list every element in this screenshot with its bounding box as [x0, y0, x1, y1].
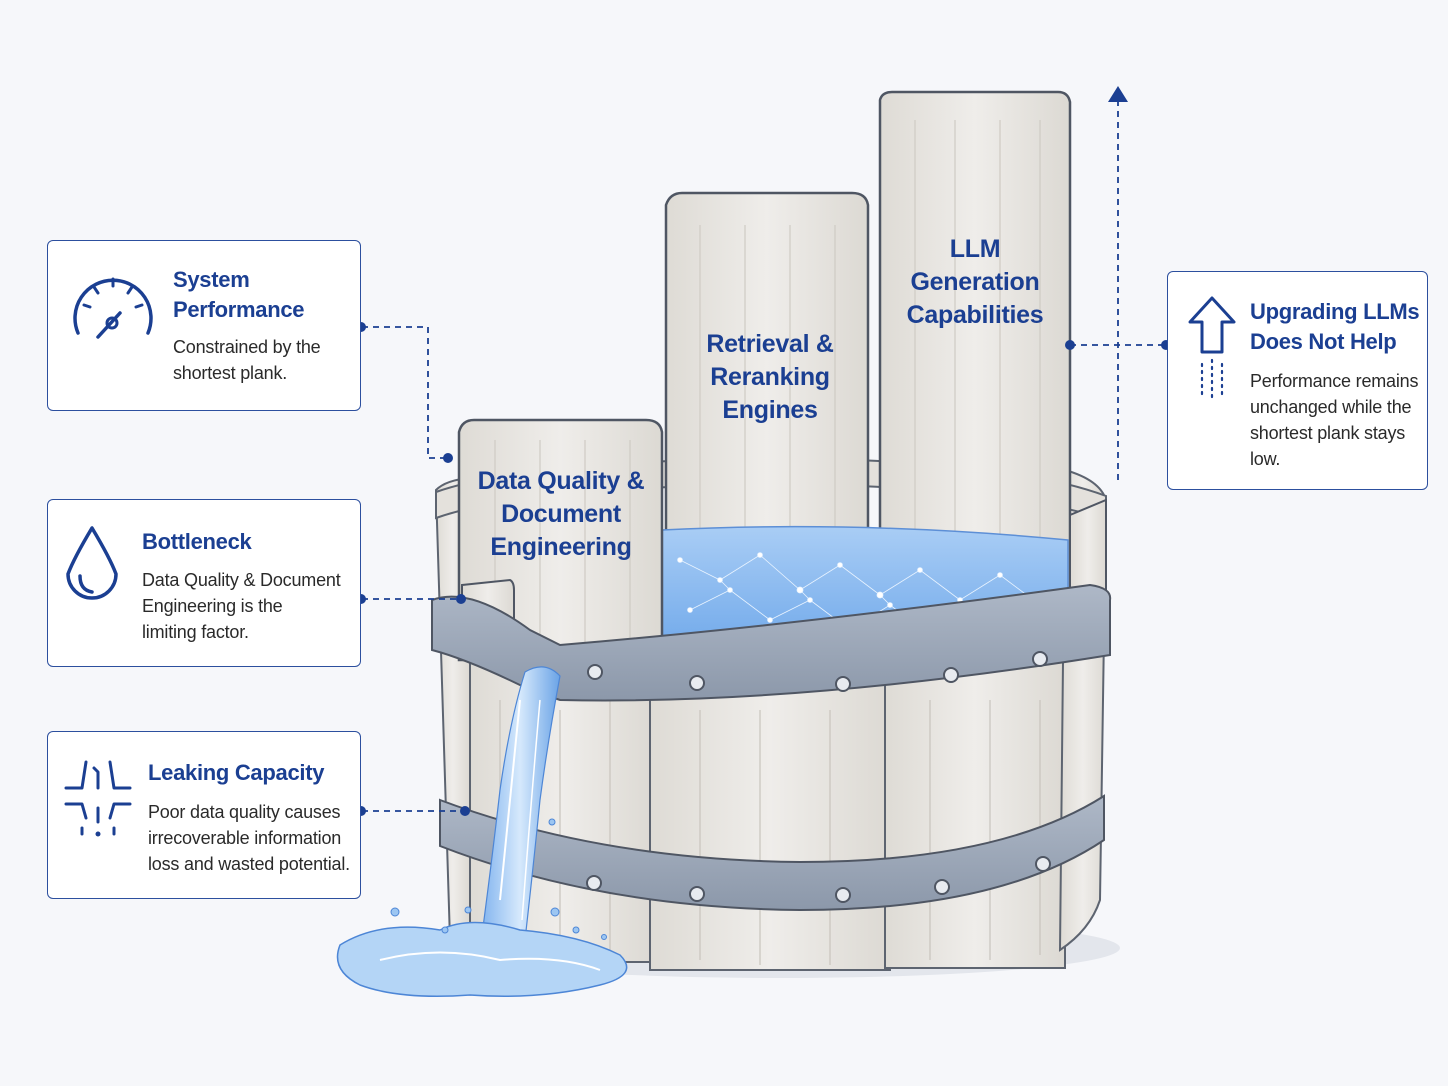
- card-title: Upgrading LLMs Does Not Help: [1250, 299, 1420, 354]
- water-drop-icon: [66, 526, 118, 600]
- bottleneck-card: Bottleneck Data Quality & Document Engin…: [47, 499, 361, 667]
- card-description: Constrained by the shortest plank.: [173, 337, 321, 383]
- gauge-icon: [73, 277, 153, 339]
- leaking-stream: [479, 666, 561, 951]
- leak-icon: [64, 760, 132, 837]
- hoop-rivets: [587, 651, 1048, 692]
- upward-arrowhead: [1108, 86, 1128, 102]
- water-puddle: [336, 921, 628, 997]
- plank-llm: [878, 90, 1072, 602]
- card-title: Leaking Capacity: [148, 760, 325, 785]
- plank-label-data-quality: Data Quality & Document Engineering: [477, 467, 645, 561]
- card-description: Performance remains unchanged while the …: [1250, 371, 1419, 469]
- upgrading-llms-card: Upgrading LLMs Does Not Help Performance…: [1167, 271, 1428, 490]
- plank-label-llm: LLM Generation Capabilities: [906, 235, 1044, 329]
- plank-retrieval: [664, 191, 870, 622]
- leaking-capacity-card: Leaking Capacity Poor data quality cause…: [47, 731, 361, 899]
- up-arrow-icon: [1188, 296, 1236, 402]
- card-description: Data Quality & Document Engineering is t…: [142, 570, 341, 642]
- plank-label-retrieval: Retrieval & Reranking Engines: [706, 330, 834, 424]
- card-title: Bottleneck: [142, 529, 252, 554]
- card-description: Poor data quality causes irrecoverable i…: [148, 802, 350, 874]
- system-performance-card: System Performance Constrained by the sh…: [47, 240, 361, 411]
- card-title: System Performance: [173, 267, 305, 322]
- connector-lines: [362, 100, 1166, 812]
